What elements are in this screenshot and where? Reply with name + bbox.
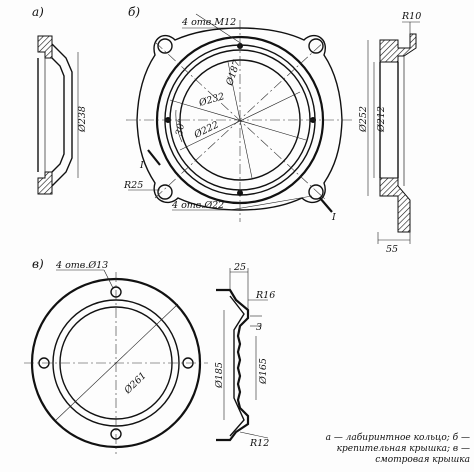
label-d252: Ø252 [358, 106, 369, 133]
bolt-hole-top-left [157, 38, 173, 54]
leader-r12 [239, 431, 269, 439]
caption-line-1: а — лабиринтное кольцо; б — [325, 433, 470, 443]
diagonal-axis-2 [154, 39, 327, 199]
mounting-cover-section: Ø252 Ø212 55 R10 [358, 11, 421, 255]
cover-section-bottom [379, 177, 411, 233]
mounting-cover-plan: б) I I 4 отв.M12 Ø187 Ø232 [123, 5, 354, 223]
inspection-section-inner [229, 295, 245, 437]
panel-label-v: в) [32, 257, 44, 271]
label-d232: Ø232 [197, 91, 226, 109]
figure-caption: а — лабиринтное кольцо; б — крепительная… [298, 433, 470, 466]
labyrinth-ring-section: а) Ø238 [32, 5, 88, 195]
ring-outer-contour [51, 43, 73, 187]
label-d185: Ø185 [214, 362, 225, 389]
section-mark-2: I [331, 212, 336, 223]
section-cut-start [147, 149, 161, 166]
label-d238: Ø238 [77, 106, 88, 133]
label-dim55: 55 [386, 244, 398, 255]
dim-line-232 [169, 99, 307, 141]
label-dim25: 25 [233, 262, 246, 273]
label-d165: Ø165 [258, 358, 269, 385]
label-angle30: 30° [174, 118, 188, 136]
caption-line-2: крепительная крышка; в — [336, 444, 470, 454]
ring-top-flange [37, 35, 53, 59]
dim-line-187 [227, 61, 253, 179]
dim-line-222 [179, 91, 301, 151]
leader-d13 [103, 269, 114, 289]
inspection-cover-plan: в) Ø261 4 отв.Ø13 [24, 257, 208, 454]
label-d222: Ø222 [192, 119, 221, 141]
label-dim3: 3 [256, 322, 262, 333]
label-d261: Ø261 [122, 370, 149, 397]
panel-label-a: а) [32, 5, 44, 19]
ring-inner-contour [51, 57, 65, 173]
label-holes-m12: 4 отв.M12 [181, 17, 236, 28]
label-holes-d13: 4 отв.Ø13 [55, 260, 108, 271]
dim-line-261 [55, 303, 179, 421]
inspection-section-profile [216, 288, 250, 442]
label-r16: R16 [255, 290, 275, 301]
caption-line-3: смотровая крышка [375, 455, 470, 465]
angle-arc-30 [175, 109, 183, 143]
inspection-cover-section: 25 R16 3 Ø185 Ø165 R12 [214, 262, 275, 449]
label-r25: R25 [123, 180, 143, 191]
ring-bottom-flange [37, 171, 53, 195]
panel-label-b: б) [128, 5, 140, 19]
bolt-hole-bottom-left [157, 184, 173, 200]
label-r10: R10 [401, 11, 421, 22]
leader-m12 [195, 13, 243, 45]
section-mark-1: I [139, 160, 144, 171]
section-cut-end [319, 197, 333, 213]
bolt-hole-bottom-right [308, 184, 324, 200]
label-d212: Ø212 [376, 106, 387, 133]
leader-d22 [229, 195, 313, 211]
cover-section-top [379, 33, 417, 63]
label-holes-d22: 4 отв.Ø22 [171, 200, 224, 211]
bolt-hole-top-right [308, 38, 324, 54]
label-r12: R12 [249, 438, 269, 449]
